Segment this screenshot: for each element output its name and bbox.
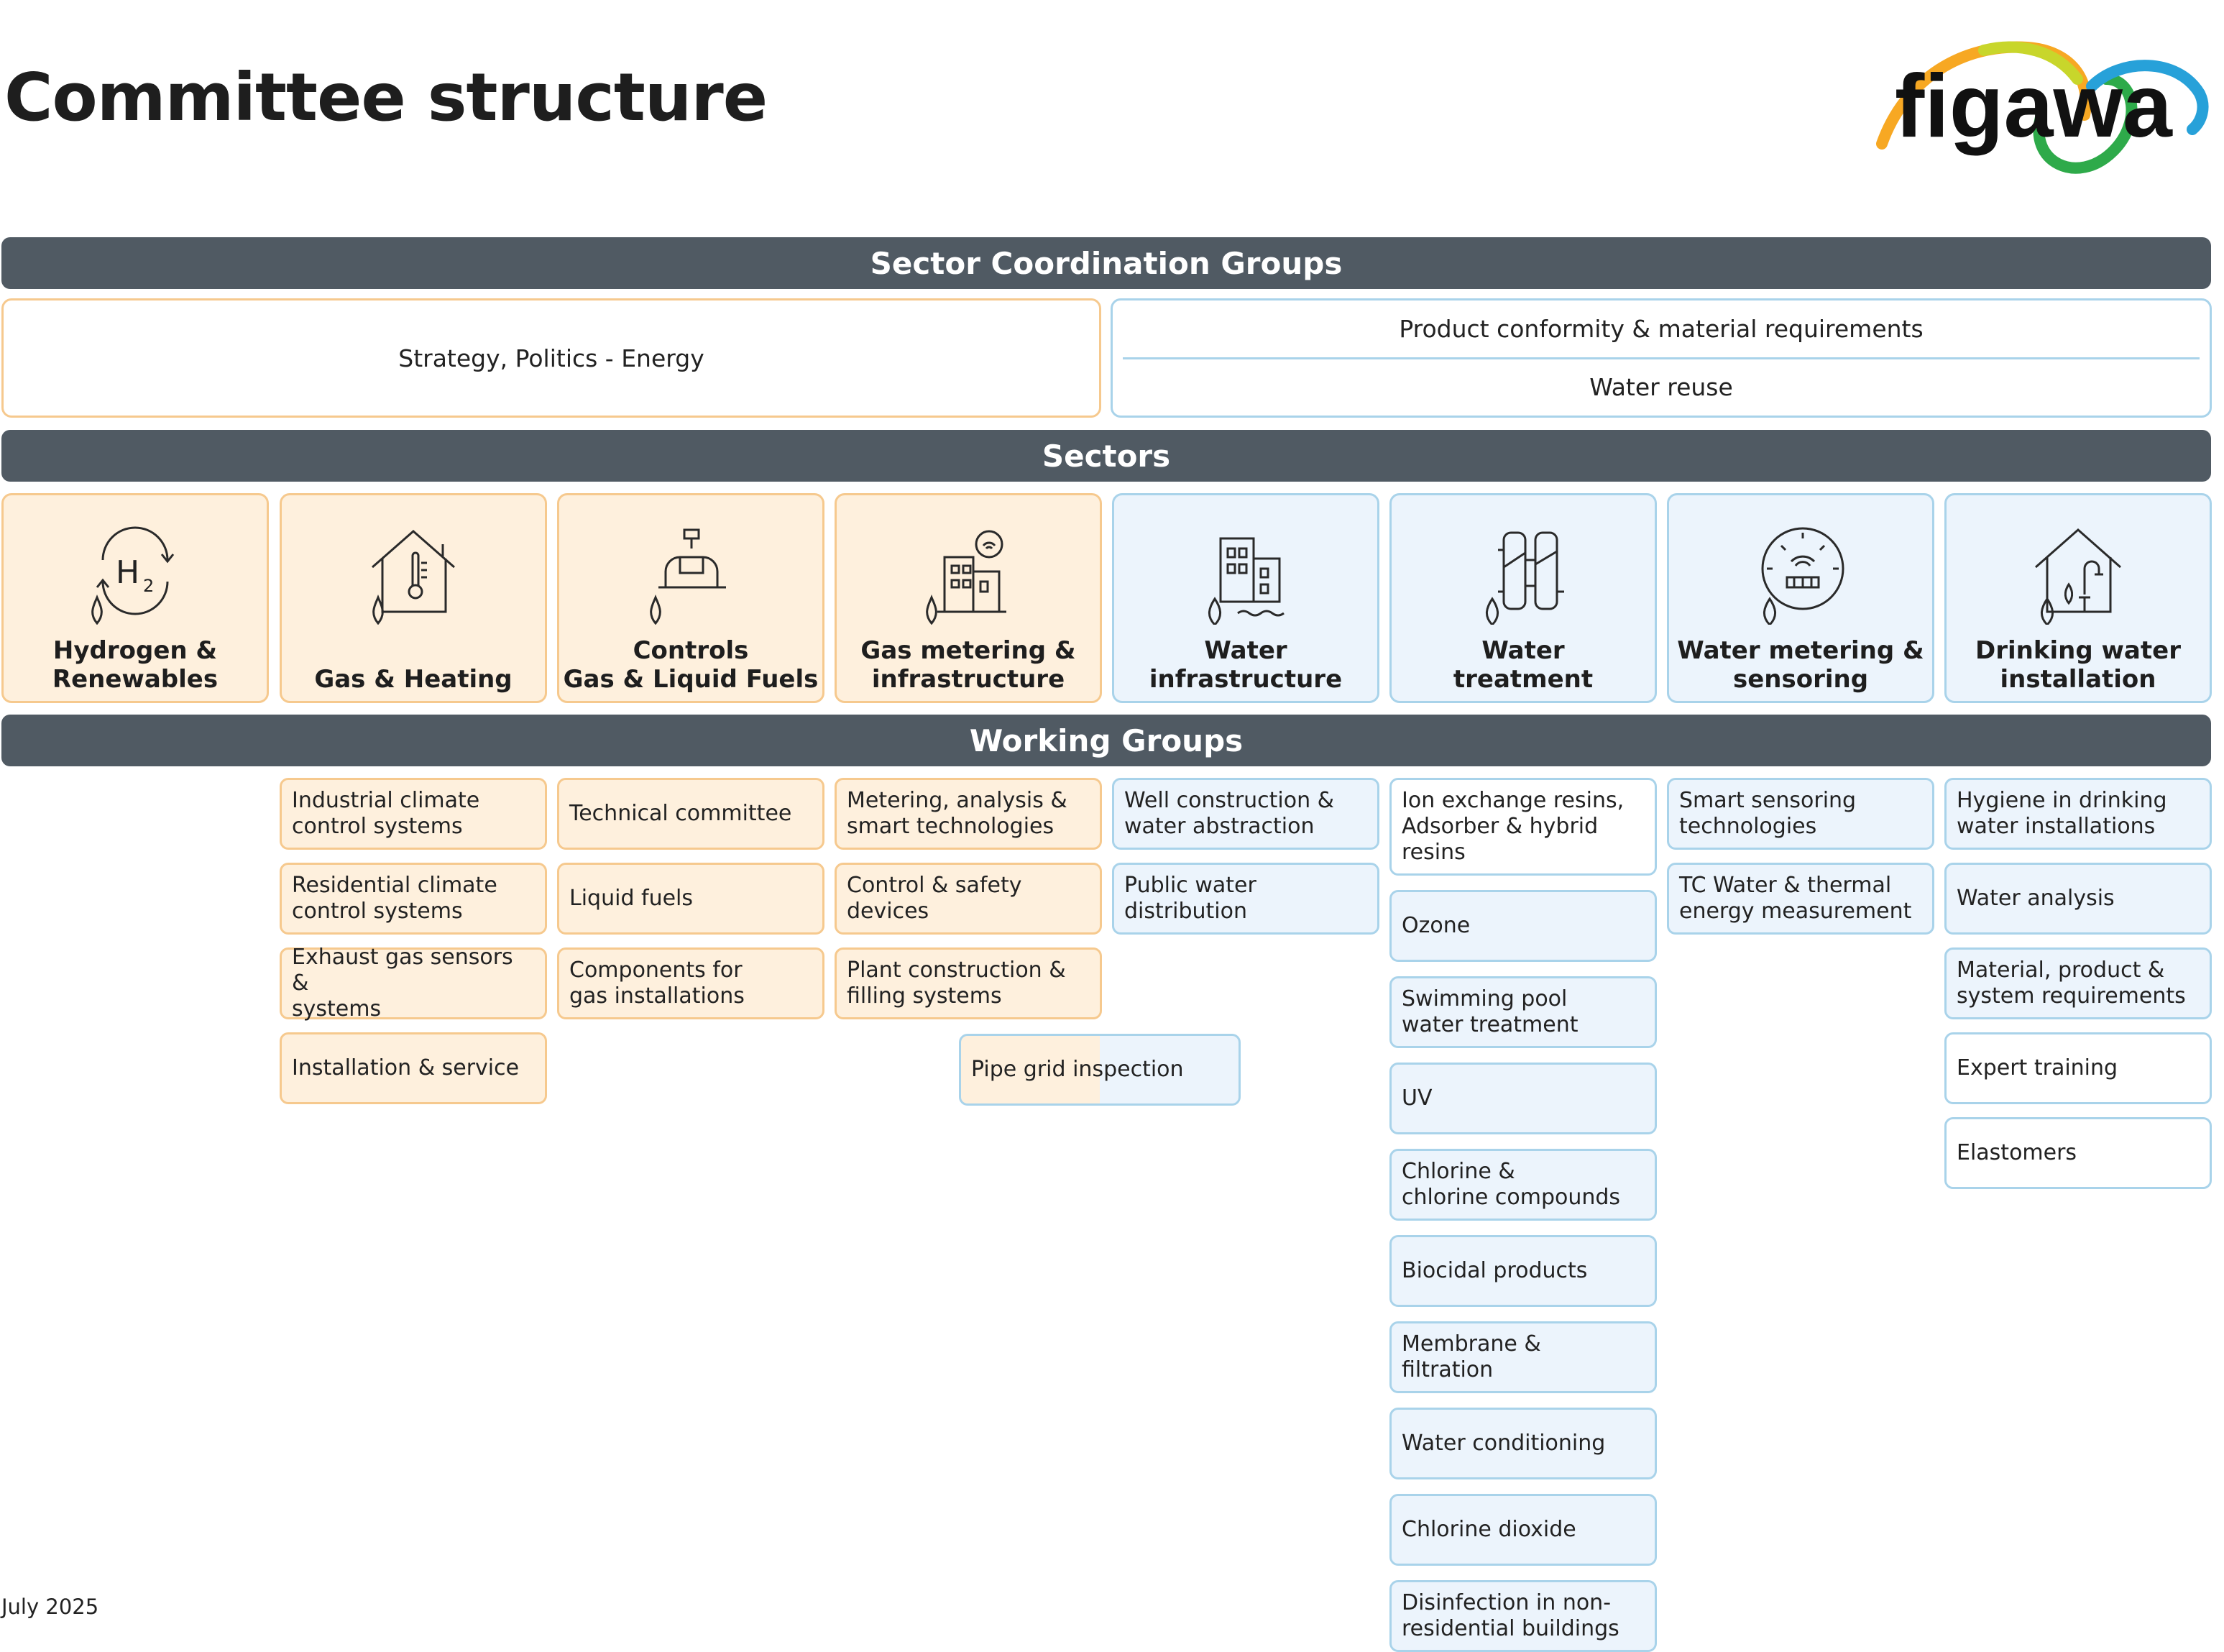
svg-text:2: 2 — [143, 576, 154, 596]
water-infrastructure-icon — [1208, 537, 1285, 625]
coordination-water: Product conformity & material requiremen… — [1111, 298, 2212, 418]
working-group-box: Chlorine dioxide — [1389, 1494, 1657, 1566]
sector-card: Controls Gas & Liquid Fuels — [557, 493, 824, 703]
sector-card: Water treatment — [1389, 493, 1657, 703]
working-group-box: Control & safety devices — [835, 863, 1102, 935]
sector-card: Water metering & sensoring — [1667, 493, 1934, 703]
sector-label: Water metering & sensoring — [1677, 636, 1924, 694]
sector-label: Gas metering & infrastructure — [860, 636, 1076, 694]
working-group-box: Residential climate control systems — [280, 863, 547, 935]
svg-text:figawa: figawa — [1895, 57, 2173, 156]
sector-card: Water infrastructure — [1112, 493, 1379, 703]
coordination-energy: Strategy, Politics - Energy — [1, 298, 1101, 418]
working-group-box: Components for gas installations — [557, 947, 824, 1019]
sector-label: Controls Gas & Liquid Fuels — [563, 636, 819, 694]
figawa-logo: figawa — [1876, 41, 2209, 174]
working-group-box: Ozone — [1389, 890, 1657, 962]
svg-text:H: H — [116, 554, 139, 591]
coordination-water-item: Product conformity & material requiremen… — [1399, 314, 1924, 343]
working-group-box: Metering, analysis & smart technologies — [835, 778, 1102, 850]
working-group-box: Biocidal products — [1389, 1235, 1657, 1307]
working-group-box: Liquid fuels — [557, 863, 824, 935]
working-group-box: Chlorine & chlorine compounds — [1389, 1149, 1657, 1221]
coordination-water-item: Water reuse — [1589, 373, 1733, 402]
sector-label: Water infrastructure — [1149, 636, 1343, 694]
working-group-box: UV — [1389, 1063, 1657, 1134]
working-group-box: Membrane & filtration — [1389, 1321, 1657, 1393]
working-group-box: Industrial climate control systems — [280, 778, 547, 850]
gas-metering-icon — [926, 530, 1006, 625]
page-title: Committee structure — [4, 59, 768, 136]
working-group-box: Water analysis — [1944, 863, 2212, 935]
gas-heating-icon — [372, 530, 455, 625]
working-group-box: Well construction & water abstraction — [1112, 778, 1379, 850]
working-groups-header: Working Groups — [1, 715, 2211, 766]
sector-label: Gas & Heating — [314, 665, 513, 694]
working-group-box: Hygiene in drinking water installations — [1944, 778, 2212, 850]
working-group-box: Ion exchange resins, Adsorber & hybrid r… — [1389, 778, 1657, 876]
working-group-box: Elastomers — [1944, 1117, 2212, 1189]
working-group-box: Plant construction & filling systems — [835, 947, 1102, 1019]
working-group-box: Technical committee — [557, 778, 824, 850]
working-group-box: TC Water & thermal energy measurement — [1667, 863, 1934, 935]
sector-label: Water treatment — [1453, 636, 1594, 694]
working-group-box: Pipe grid inspection — [959, 1034, 1241, 1106]
sectors-header: Sectors — [1, 430, 2211, 482]
water-meter-icon — [1761, 527, 1844, 625]
working-group-box: Exhaust gas sensors & systems — [280, 945, 547, 1022]
working-group-box: Swimming pool water treatment — [1389, 976, 1657, 1048]
drinking-water-house-icon — [2035, 528, 2121, 625]
sector-card: Gas & Heating — [280, 493, 547, 703]
working-group-box: Public water distribution — [1112, 863, 1379, 935]
water-treatment-icon — [1486, 531, 1564, 625]
working-group-box: Material, product & system requirements — [1944, 947, 2212, 1019]
working-group-box: Disinfection in non- residential buildin… — [1389, 1580, 1657, 1652]
sector-card: Drinking water installation — [1944, 493, 2212, 703]
sector-card: Gas metering & infrastructure — [835, 493, 1102, 703]
footer-date: July 2025 — [1, 1594, 99, 1619]
coordination-energy-label: Strategy, Politics - Energy — [398, 344, 704, 372]
sector-label: Hydrogen & Renewables — [52, 636, 219, 694]
working-group-box: Water conditioning — [1389, 1408, 1657, 1479]
working-group-box: Installation & service — [280, 1032, 547, 1104]
controls-tap-icon — [650, 528, 726, 625]
sector-label: Drinking water installation — [1975, 636, 2181, 694]
working-group-box: Expert training — [1944, 1032, 2212, 1104]
sector-coordination-header: Sector Coordination Groups — [1, 237, 2211, 289]
coordination-divider — [1123, 357, 2200, 359]
working-group-box: Smart sensoring technologies — [1667, 778, 1934, 850]
